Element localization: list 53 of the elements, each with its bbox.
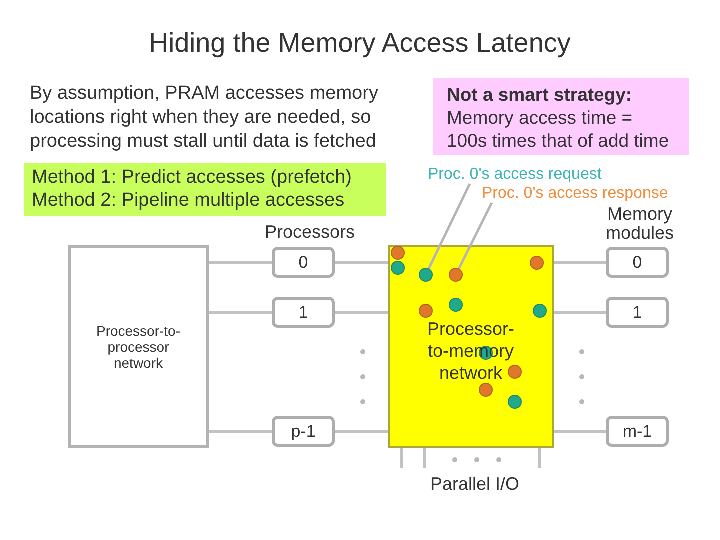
io-line [400,448,404,468]
module-number: m-1 [622,422,652,442]
method-box [24,163,386,216]
network-box [68,245,209,448]
connector-line [554,261,606,264]
dot-icon [449,298,463,312]
body-text: By assumption, PRAM accesses memory locations right when they are needed, so processing must stall until data is fetched [30,82,380,154]
dot-icon [391,261,405,275]
dot-icon [391,246,405,260]
column-heading: Processors [264,222,356,242]
callout-label: Proc. 0's access request [428,166,602,184]
callout-label: Proc. 0's access response [482,185,668,203]
module-number: 0 [632,252,642,272]
module-number: 1 [632,302,642,322]
network-label: Processor-to-processor network [95,322,182,370]
processor-number: p-1 [291,422,316,442]
connector-line [554,311,606,314]
connector-line [209,261,272,264]
processor-number: 0 [298,252,308,272]
dot-icon [449,268,463,282]
processor-box [272,247,335,278]
memory-module-box [606,247,669,278]
memory-module-box [606,297,669,328]
connector-line [335,430,388,433]
connector-line [209,430,272,433]
io-line [424,448,426,468]
memory-module-box [606,416,669,447]
dot-icon [508,365,522,379]
slide-title: Hiding the Memory Access Latency [149,27,571,60]
dot-icon [533,304,547,318]
processor-box [272,416,335,447]
io-line [538,448,542,468]
dot-icon [508,395,522,409]
connector-line [209,311,272,314]
note-heading: Not a smart strategy: [447,83,632,106]
note-text: Memory access time = 100s times that of add time [447,106,670,152]
connector-line [335,261,388,264]
column-heading: Memory modules [606,205,674,243]
note-box [433,78,689,155]
io-label: Parallel I/O [430,474,520,494]
dot-icon [419,268,433,282]
connector-line [335,311,388,314]
leader-line [428,183,472,270]
network-box [388,245,554,448]
method-text: Method 2: Pipeline multiple accesses [32,189,345,212]
method-text: Method 1: Predict accesses (prefetch) [32,166,352,189]
processor-box [272,297,335,328]
dot-icon [419,304,433,318]
dot-icon [479,383,493,397]
leader-line [458,202,494,270]
connector-line [554,430,606,433]
processor-number: 1 [298,302,308,322]
dot-icon [530,256,544,270]
